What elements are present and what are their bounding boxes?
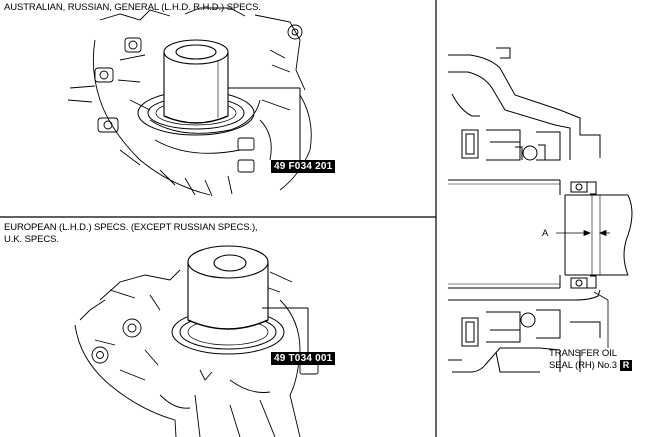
section-lower-housing [448, 289, 601, 373]
figure2-heading-line2: U.K. SPECS. [4, 234, 59, 245]
section-upper-housing [448, 47, 601, 161]
figure2-tool-code: 49 T034 001 [271, 352, 336, 365]
part-label-line2-text: SEAL (RH) No.3 [549, 360, 617, 371]
dimension-label: A [542, 228, 549, 239]
figure2-leader [262, 307, 309, 352]
part-label-line1: TRANSFER OIL [549, 348, 617, 359]
figure1-heading: AUSTRALIAN, RUSSIAN, GENERAL (L.H.D. R.H… [4, 2, 261, 13]
figure1-installer-tool [163, 39, 229, 124]
section-oil-seal [570, 181, 601, 289]
section-part-leader [593, 291, 609, 348]
figure2-heading-line1: EUROPEAN (L.H.D.) SPECS. (EXCEPT RUSSIAN… [4, 222, 258, 233]
section-dimension-a [556, 229, 610, 237]
r-badge: R [619, 360, 632, 371]
figure2-transfer-housing [74, 269, 319, 437]
figure2-installer-tool [187, 245, 269, 330]
figure1-leader [228, 87, 301, 160]
figure1-tool-code: 49 F034 201 [271, 160, 336, 173]
section-drive-shaft [448, 179, 633, 289]
figure1-transfer-housing [67, 7, 312, 197]
